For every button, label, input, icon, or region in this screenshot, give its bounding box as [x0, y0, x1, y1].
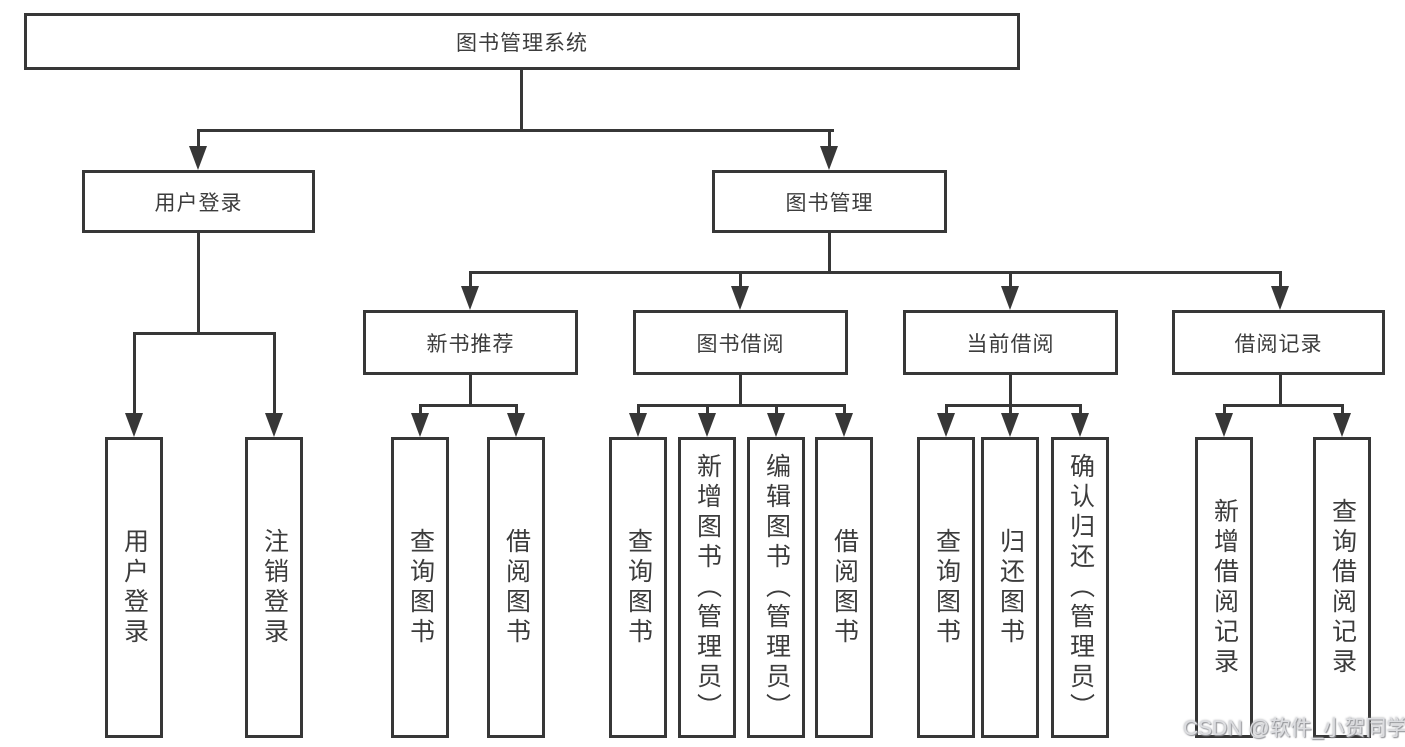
leaf-logout: 注销登录: [245, 437, 303, 738]
arrow-down-leaf-user-login: [125, 413, 143, 437]
connector-stem-borrow-record: [1279, 271, 1282, 287]
leaf-logout-label: 注销登录: [260, 527, 289, 648]
arrow-down-cb-query: [937, 413, 955, 437]
connector-stem-br-add: [1223, 404, 1226, 416]
leaf-borrow-book: 借阅图书: [815, 437, 873, 738]
leaf-query-borrow-record-label: 查询借阅记录: [1328, 497, 1357, 678]
leaf-add-borrow-record: 新增借阅记录: [1195, 437, 1253, 738]
connector-book-borrow-stem: [739, 375, 742, 407]
arrow-down-user-login: [189, 146, 207, 170]
connector-stem-cb-confirm: [1079, 404, 1082, 416]
node-current-borrow: 当前借阅: [903, 310, 1118, 375]
connector-user-login-stem: [197, 233, 200, 335]
connector-stem-leaf-logout: [273, 332, 276, 414]
leaf-user-login-label: 用户登录: [120, 527, 149, 648]
leaf-borrow-query-book: 查询图书: [609, 437, 667, 738]
leaf-edit-book-admin: 编辑图书（管理员）: [747, 437, 805, 738]
leaf-return-book-label: 归还图书: [996, 527, 1025, 648]
arrow-down-new-book: [461, 286, 479, 310]
leaf-query-borrow-record: 查询借阅记录: [1313, 437, 1371, 738]
leaf-add-book-admin: 新增图书（管理员）: [678, 437, 736, 738]
leaf-user-login: 用户登录: [105, 437, 163, 738]
node-user-login: 用户登录: [82, 170, 315, 233]
connector-root-split: [197, 129, 834, 132]
node-book-borrow-label: 图书借阅: [696, 332, 785, 356]
leaf-return-book: 归还图书: [981, 437, 1039, 738]
connector-stem-bb-add: [706, 404, 709, 416]
node-book-management: 图书管理: [712, 170, 947, 233]
connector-stem-new-book: [469, 271, 472, 287]
connector-stem-cb-query: [945, 404, 948, 416]
node-user-login-label: 用户登录: [154, 191, 243, 215]
arrow-down-current-borrow: [1001, 286, 1019, 310]
connector-stem-cb-return: [1009, 404, 1012, 416]
connector-stem-bb-edit: [775, 404, 778, 416]
node-book-management-label: 图书管理: [785, 191, 874, 215]
leaf-current-query-book-label: 查询图书: [932, 527, 961, 648]
connector-new-book-split: [419, 404, 518, 407]
leaf-recommend-borrow-book-label: 借阅图书: [502, 527, 531, 648]
arrow-down-bb-add: [698, 413, 716, 437]
leaf-recommend-query-book-label: 查询图书: [406, 527, 435, 648]
connector-book-management-stem: [828, 233, 831, 273]
arrow-down-br-query: [1333, 413, 1351, 437]
arrow-down-cb-confirm: [1071, 413, 1089, 437]
connector-stem-recommend-query: [419, 404, 422, 416]
connector-borrow-record-split: [1223, 404, 1343, 407]
arrow-down-recommend-borrow: [507, 413, 525, 437]
connector-stem-br-query: [1341, 404, 1344, 416]
connector-book-borrow-split: [637, 404, 845, 407]
connector-user-login-split: [133, 332, 275, 335]
leaf-recommend-borrow-book: 借阅图书: [487, 437, 545, 738]
connector-new-book-stem: [469, 375, 472, 407]
leaf-borrow-query-book-label: 查询图书: [624, 527, 653, 648]
node-root: 图书管理系统: [24, 13, 1020, 70]
arrow-down-recommend-query: [411, 413, 429, 437]
node-current-borrow-label: 当前借阅: [966, 332, 1055, 356]
connector-stem-current-borrow: [1009, 271, 1012, 287]
arrow-down-bb-borrow: [835, 413, 853, 437]
connector-stem-bb-borrow: [843, 404, 846, 416]
arrow-down-book-management: [820, 146, 838, 170]
leaf-edit-book-admin-label: 编辑图书（管理员）: [762, 452, 791, 723]
connector-current-borrow-split: [945, 404, 1081, 407]
leaf-borrow-book-label: 借阅图书: [830, 527, 859, 648]
node-new-book-recommend-label: 新书推荐: [426, 332, 515, 356]
node-root-label: 图书管理系统: [456, 31, 588, 55]
leaf-confirm-return-admin: 确认归还（管理员）: [1051, 437, 1109, 738]
csdn-watermark: CSDN @软件_小贺同学: [1183, 717, 1405, 740]
leaf-add-borrow-record-label: 新增借阅记录: [1210, 497, 1239, 678]
node-book-borrow: 图书借阅: [633, 310, 848, 375]
connector-root-stem: [520, 70, 523, 131]
leaf-current-query-book: 查询图书: [917, 437, 975, 738]
connector-book-management-split: [469, 271, 1282, 274]
connector-stem-recommend-borrow: [515, 404, 518, 416]
leaf-confirm-return-admin-label: 确认归还（管理员）: [1066, 452, 1095, 723]
arrow-down-borrow-record: [1271, 286, 1289, 310]
connector-stem-bb-query: [637, 404, 640, 416]
node-new-book-recommend: 新书推荐: [363, 310, 578, 375]
leaf-add-book-admin-label: 新增图书（管理员）: [693, 452, 722, 723]
connector-stem-user-login: [197, 129, 200, 149]
node-borrow-record: 借阅记录: [1172, 310, 1385, 375]
node-borrow-record-label: 借阅记录: [1234, 332, 1323, 356]
arrow-down-br-add: [1215, 413, 1233, 437]
connector-borrow-record-stem: [1279, 375, 1282, 407]
arrow-down-book-borrow: [731, 286, 749, 310]
leaf-recommend-query-book: 查询图书: [391, 437, 449, 738]
arrow-down-bb-edit: [767, 413, 785, 437]
connector-current-borrow-stem: [1009, 375, 1012, 407]
arrow-down-leaf-logout: [265, 413, 283, 437]
connector-stem-book-management: [828, 129, 831, 149]
arrow-down-bb-query: [629, 413, 647, 437]
connector-stem-book-borrow: [739, 271, 742, 287]
connector-stem-leaf-user-login: [133, 332, 136, 414]
arrow-down-cb-return: [1001, 413, 1019, 437]
